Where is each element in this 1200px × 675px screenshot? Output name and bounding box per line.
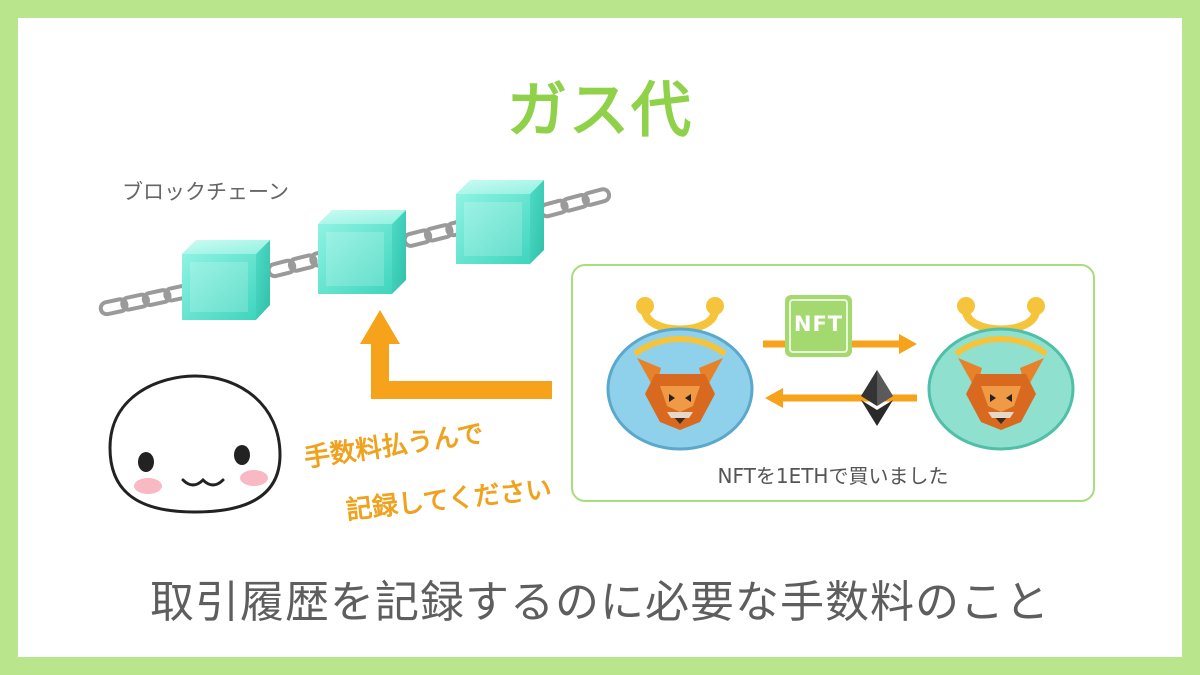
block-cube — [456, 180, 544, 264]
wallet-fox-icon — [927, 297, 1075, 451]
block-cube — [182, 240, 270, 320]
page-title: ガス代 — [507, 76, 693, 146]
transaction-caption: NFTを1ETHで買いました — [717, 464, 949, 488]
transaction-illustration — [606, 297, 1075, 451]
arrow-left-icon — [765, 388, 917, 408]
ethereum-icon — [861, 370, 893, 426]
block-cube — [318, 210, 406, 294]
definition-subtitle: 取引履歴を記録するのに必要な手数料のこと — [150, 577, 1050, 628]
blockchain-label: ブロックチェーン — [122, 180, 289, 204]
nft-badge-label: NFT — [793, 312, 844, 336]
mascot-character — [108, 374, 282, 514]
nft-badge-icon — [785, 295, 852, 357]
record-arrow — [360, 310, 552, 399]
wallet-fox-icon — [606, 297, 754, 451]
